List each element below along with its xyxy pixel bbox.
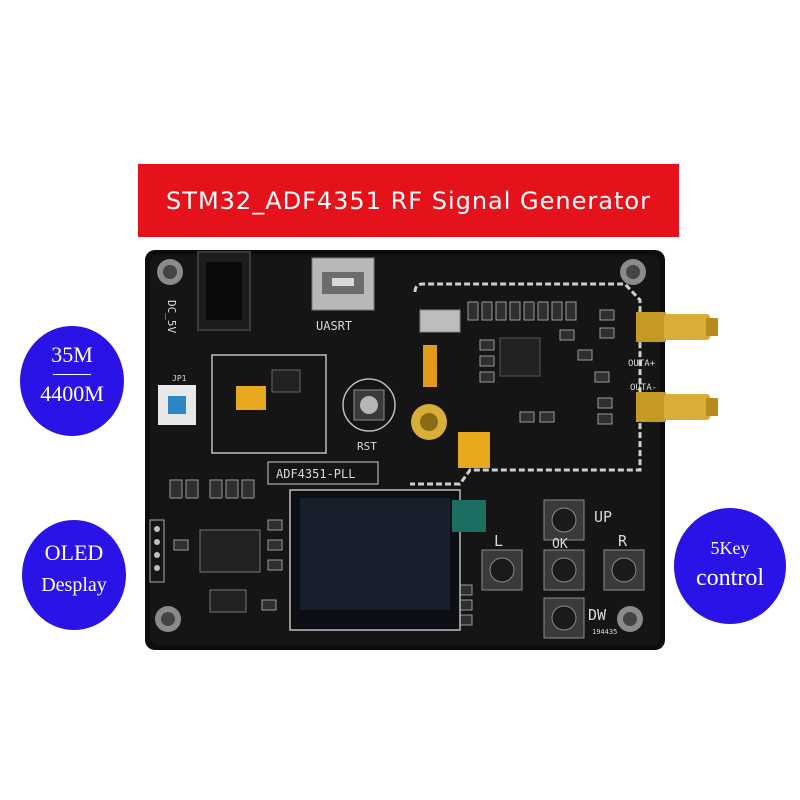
freq-max: 4400M xyxy=(40,381,104,406)
rst-label: RST xyxy=(357,440,377,453)
oled-display xyxy=(289,489,486,631)
reset-button xyxy=(353,389,385,421)
freq-range-badge: 35M 4400M xyxy=(20,326,124,436)
left-key xyxy=(481,549,523,591)
stm32-chip xyxy=(199,529,261,573)
dw-label: DW xyxy=(588,606,607,624)
key-control-badge: 5Key control xyxy=(674,508,786,624)
dc-jack xyxy=(197,251,251,331)
title-banner: STM32_ADF4351 RF Signal Generator xyxy=(138,164,679,237)
power-section-outline xyxy=(211,354,327,454)
right-key xyxy=(603,549,645,591)
down-key xyxy=(543,597,585,639)
ok-label: OK xyxy=(552,537,568,552)
sma-connector xyxy=(636,392,718,422)
left-label: L xyxy=(494,532,503,550)
outa-plus-label: OUTA+ xyxy=(628,359,656,369)
usart-label: UASRT xyxy=(316,319,352,333)
oled-line2: Desplay xyxy=(41,574,107,596)
right-label: R xyxy=(618,532,628,550)
keys-line1: 5Key xyxy=(710,538,750,558)
crystal xyxy=(419,309,461,333)
adf4351-chip xyxy=(499,337,541,377)
pcb-code: 194435 xyxy=(592,628,617,636)
jumper-orange xyxy=(423,345,437,387)
outa-minus-label: OUTA- xyxy=(630,383,657,393)
freq-min: 35M xyxy=(51,342,93,367)
pll-label: ADF4351-PLL xyxy=(276,467,355,481)
jp1-label: JP1 xyxy=(172,374,187,383)
keys-line2: control xyxy=(696,565,764,591)
divider-line xyxy=(53,374,91,375)
rf-shield-outline xyxy=(410,282,642,486)
sma-connector xyxy=(636,312,718,342)
up-key xyxy=(543,499,585,541)
banner-title: STM32_ADF4351 RF Signal Generator xyxy=(166,186,651,215)
ok-key xyxy=(543,549,585,591)
oled-line1: OLED xyxy=(44,540,104,565)
usb-connector xyxy=(311,257,375,311)
mounting-screw-icon xyxy=(155,259,646,632)
tantalum-capacitor xyxy=(236,386,266,410)
sma-connector xyxy=(411,404,447,440)
dc-label: DC_5V xyxy=(165,300,178,333)
oled-badge: OLED Desplay xyxy=(22,520,126,630)
tantalum-capacitor xyxy=(458,432,490,468)
up-label: UP xyxy=(594,508,612,526)
